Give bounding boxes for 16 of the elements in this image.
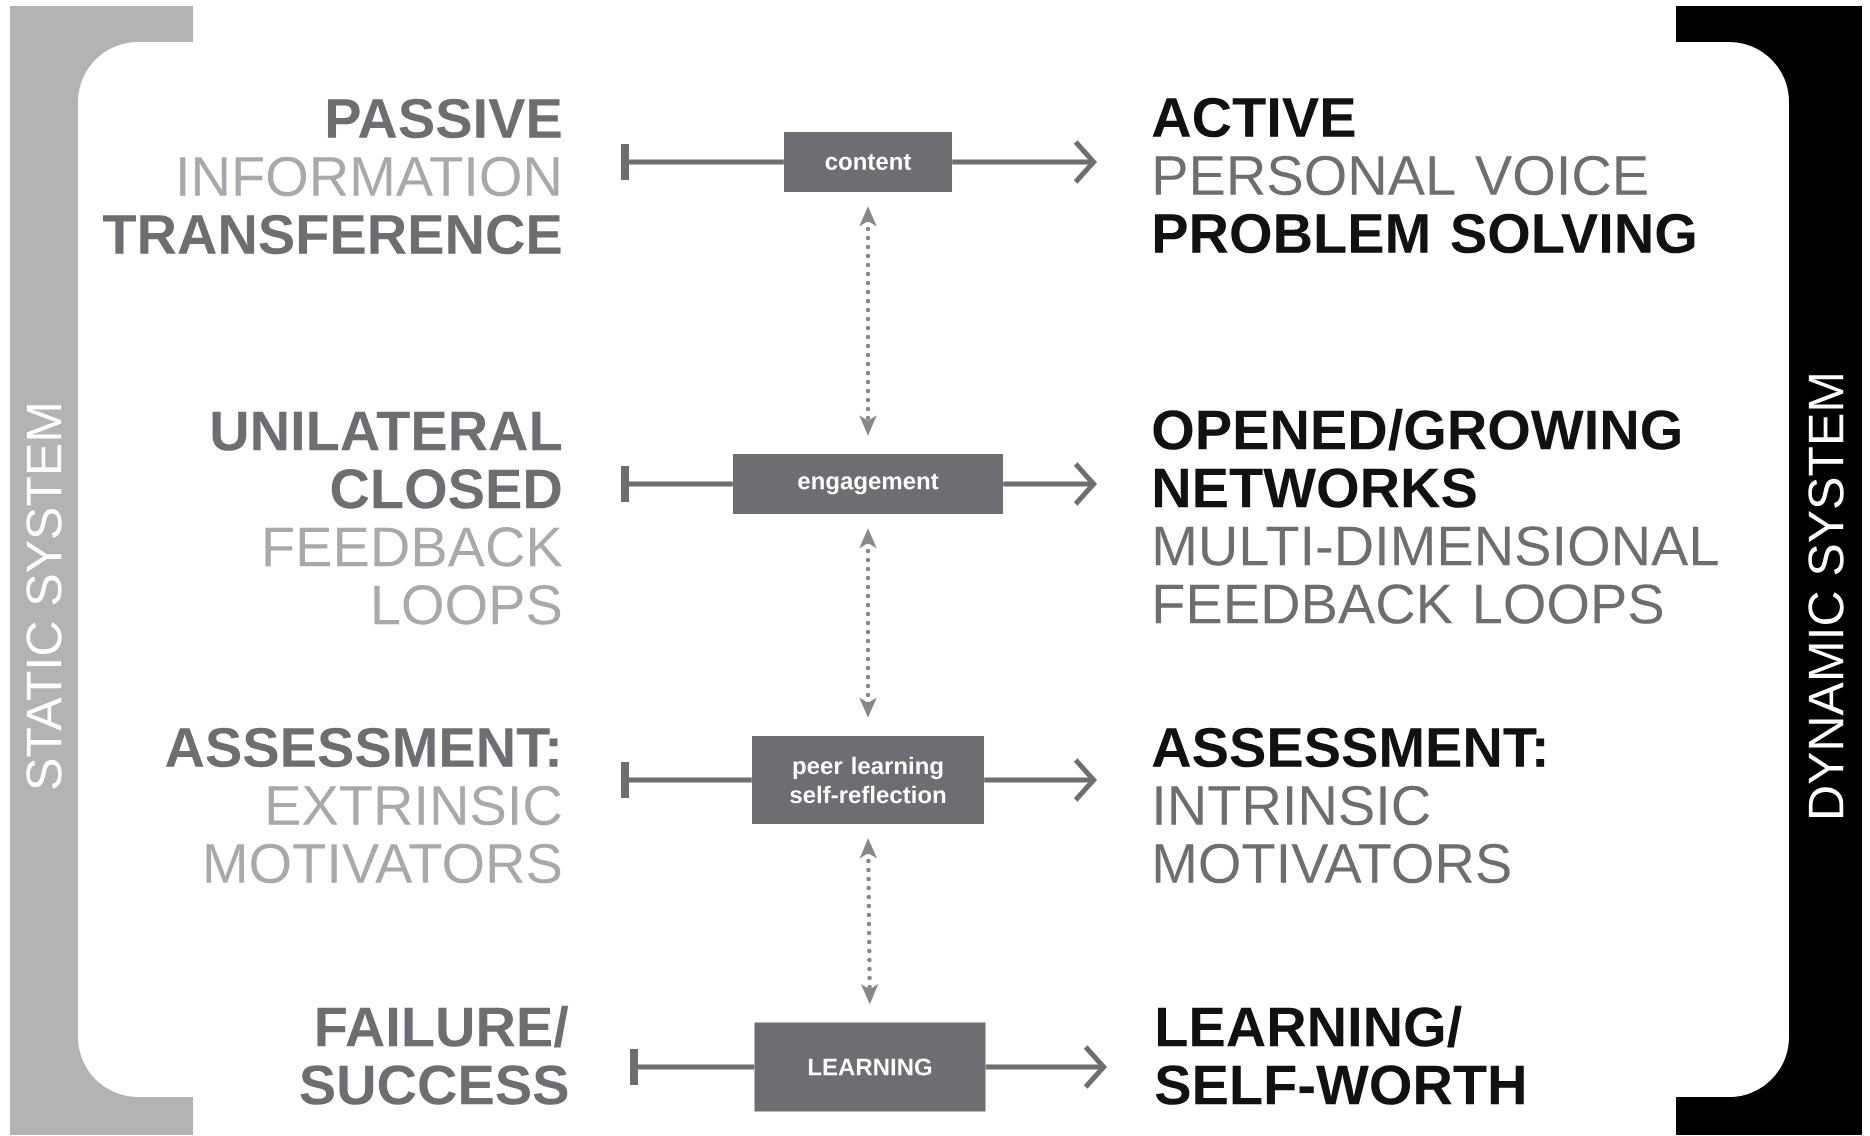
label-box: LEARNING (754, 1022, 986, 1112)
concept-text: FAILURE/ SUCCESS (300, 1005, 569, 1105)
arrow (1003, 462, 1097, 506)
arrow (984, 758, 1097, 802)
label-box: content (784, 132, 952, 192)
concept-text: ASSESSMENT: INTRINSIC MOTIVATORS (1152, 727, 1545, 884)
arrow (630, 1049, 755, 1085)
concept-text: LEARNING/ SELF-WORTH (1155, 1005, 1524, 1105)
concept-text: UNILATERAL CLOSED FEEDBACK LOOPS (212, 411, 563, 625)
label-box: engagement (733, 454, 1003, 514)
arrow (952, 140, 1097, 184)
arrow (985, 1045, 1107, 1089)
arrow (621, 144, 784, 180)
arrow (621, 466, 733, 502)
arrow (621, 762, 752, 798)
label-box: peer learning self-reflection (752, 736, 984, 824)
